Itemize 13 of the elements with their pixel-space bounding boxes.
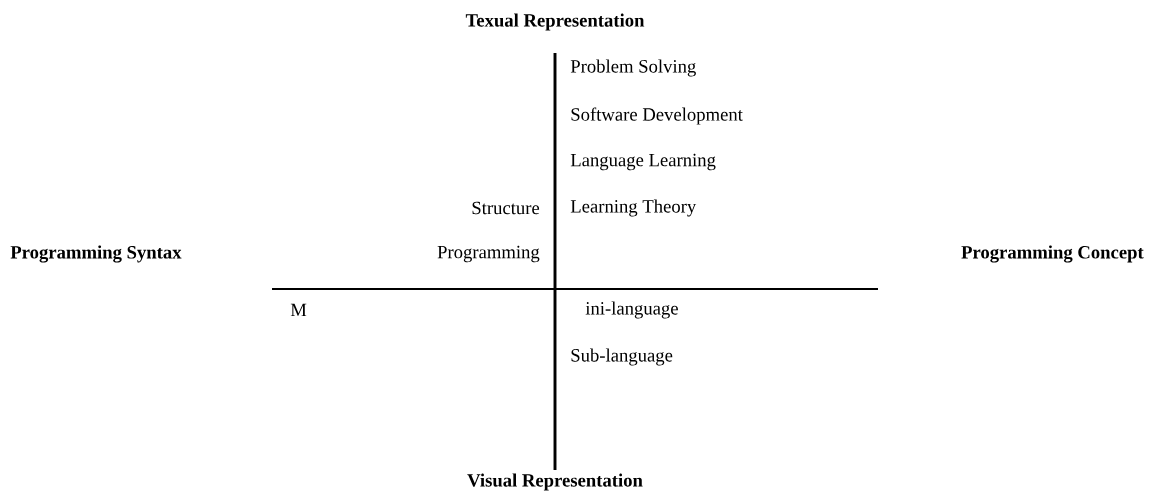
axis-label: Programming Concept	[961, 245, 1144, 263]
quadrant-label: Sub-language	[571, 348, 673, 366]
axis-label: Visual Representation	[467, 473, 643, 491]
quadrant-label: M	[290, 303, 307, 317]
quadrant-label: Structure	[472, 201, 540, 215]
quadrant-label: Language Learning	[570, 153, 716, 171]
quadrant-label: Software Development	[571, 107, 743, 125]
quadrant-label: Problem Solving	[570, 59, 696, 77]
axis-label: Programming Syntax	[10, 245, 182, 263]
axis-label: Texual Representation	[465, 13, 645, 31]
quadrant-label: Learning Theory	[570, 199, 697, 217]
quadrant-label: ini-language	[585, 301, 678, 319]
quadrant-label: Programming	[437, 245, 540, 263]
